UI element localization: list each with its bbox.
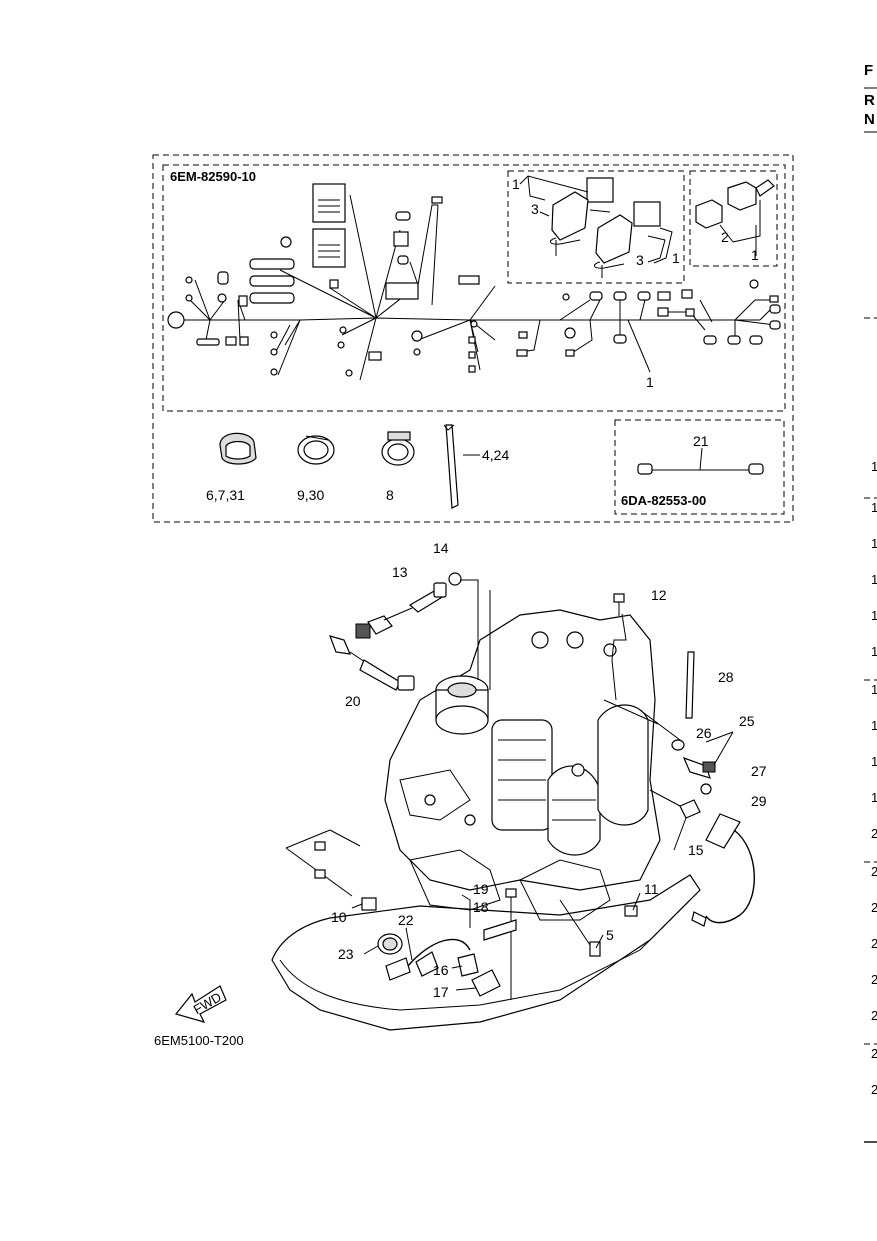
edge-row-9: 1	[871, 754, 877, 769]
callout-3b: 3	[636, 252, 644, 268]
edge-header-n: N	[864, 111, 875, 128]
harness-kit-frame	[152, 154, 794, 523]
edge-header-r: R	[864, 92, 875, 109]
edge-row-5: 1	[871, 608, 877, 623]
edge-row-18: 2	[871, 1082, 877, 1097]
callout-12: 12	[651, 587, 667, 603]
callout-11: 11	[644, 881, 659, 897]
edge-row-10: 1	[871, 790, 877, 805]
callout-6-7-31: 6,7,31	[206, 487, 245, 503]
edge-row-17: 2	[871, 1046, 877, 1061]
callout-20: 20	[345, 693, 361, 709]
edge-row-6: 1	[871, 644, 877, 659]
harness-callouts: 1 3 3 1 2 1 1	[512, 175, 761, 390]
edge-row-3: 1	[871, 536, 877, 551]
lead-part-code: 6DA-82553-00	[621, 493, 706, 508]
callout-13: 13	[392, 564, 408, 580]
edge-row-14: 2	[871, 936, 877, 951]
callout-1b: 1	[672, 250, 680, 266]
callout-4-24: 4,24	[482, 447, 509, 463]
callout-9-30: 9,30	[297, 487, 324, 503]
edge-row-7: 1	[871, 682, 877, 697]
lead-wire: 21	[637, 433, 764, 475]
callout-1a: 1	[512, 176, 520, 192]
engine-parts	[285, 572, 756, 1000]
clips-row: 6,7,31 9,30 8 4,24	[206, 424, 509, 509]
callout-27: 27	[751, 763, 767, 779]
callout-10: 10	[331, 909, 347, 925]
edge-row-12: 2	[871, 864, 877, 879]
callout-16: 16	[433, 962, 449, 978]
edge-row-11: 2	[871, 826, 877, 841]
lead-kit-frame	[614, 419, 785, 515]
connector-pair	[695, 179, 775, 229]
callout-17: 17	[433, 984, 449, 1000]
callout-2: 2	[721, 229, 729, 245]
callout-14: 14	[433, 540, 449, 556]
edge-row-4: 1	[871, 572, 877, 587]
edge-row-16: 2	[871, 1008, 877, 1023]
callout-18: 18	[473, 899, 489, 915]
callout-3a: 3	[531, 201, 539, 217]
relay-assembly	[550, 177, 661, 278]
callout-19: 19	[473, 881, 489, 897]
callout-25: 25	[739, 713, 755, 729]
callout-5: 5	[606, 927, 614, 943]
callout-15: 15	[688, 842, 704, 858]
callout-23: 23	[338, 946, 354, 962]
wire-harness	[167, 183, 781, 381]
edge-row-13: 2	[871, 900, 877, 915]
callout-1c: 1	[751, 247, 759, 263]
fwd-arrow: FWD	[174, 985, 227, 1023]
callout-29: 29	[751, 793, 767, 809]
engine-callouts: 14 13 12 20 28 25 26 27 29 15 19 11 18 1…	[331, 540, 767, 1000]
edge-row-1: 1	[871, 459, 877, 474]
edge-header-f: F	[864, 62, 873, 79]
callout-8: 8	[386, 487, 394, 503]
figure-code: 6EM5100-T200	[154, 1033, 244, 1048]
callout-21: 21	[693, 433, 709, 449]
right-edge-column: F R N 1 1 1 1 1 1 1 1 1 1 2 2 2 2 2 2 2 …	[864, 62, 877, 1143]
edge-row-15: 2	[871, 972, 877, 987]
harness-part-code: 6EM-82590-10	[170, 169, 256, 184]
callout-22: 22	[398, 912, 414, 928]
relay-subframe	[507, 170, 685, 284]
callout-28: 28	[718, 669, 734, 685]
callout-26: 26	[696, 725, 712, 741]
edge-row-8: 1	[871, 718, 877, 733]
harness-inner-frame	[162, 164, 786, 412]
callout-1d: 1	[646, 374, 654, 390]
edge-row-2: 1	[871, 500, 877, 515]
engine-block	[271, 609, 701, 1031]
connector-subframe	[689, 170, 778, 267]
